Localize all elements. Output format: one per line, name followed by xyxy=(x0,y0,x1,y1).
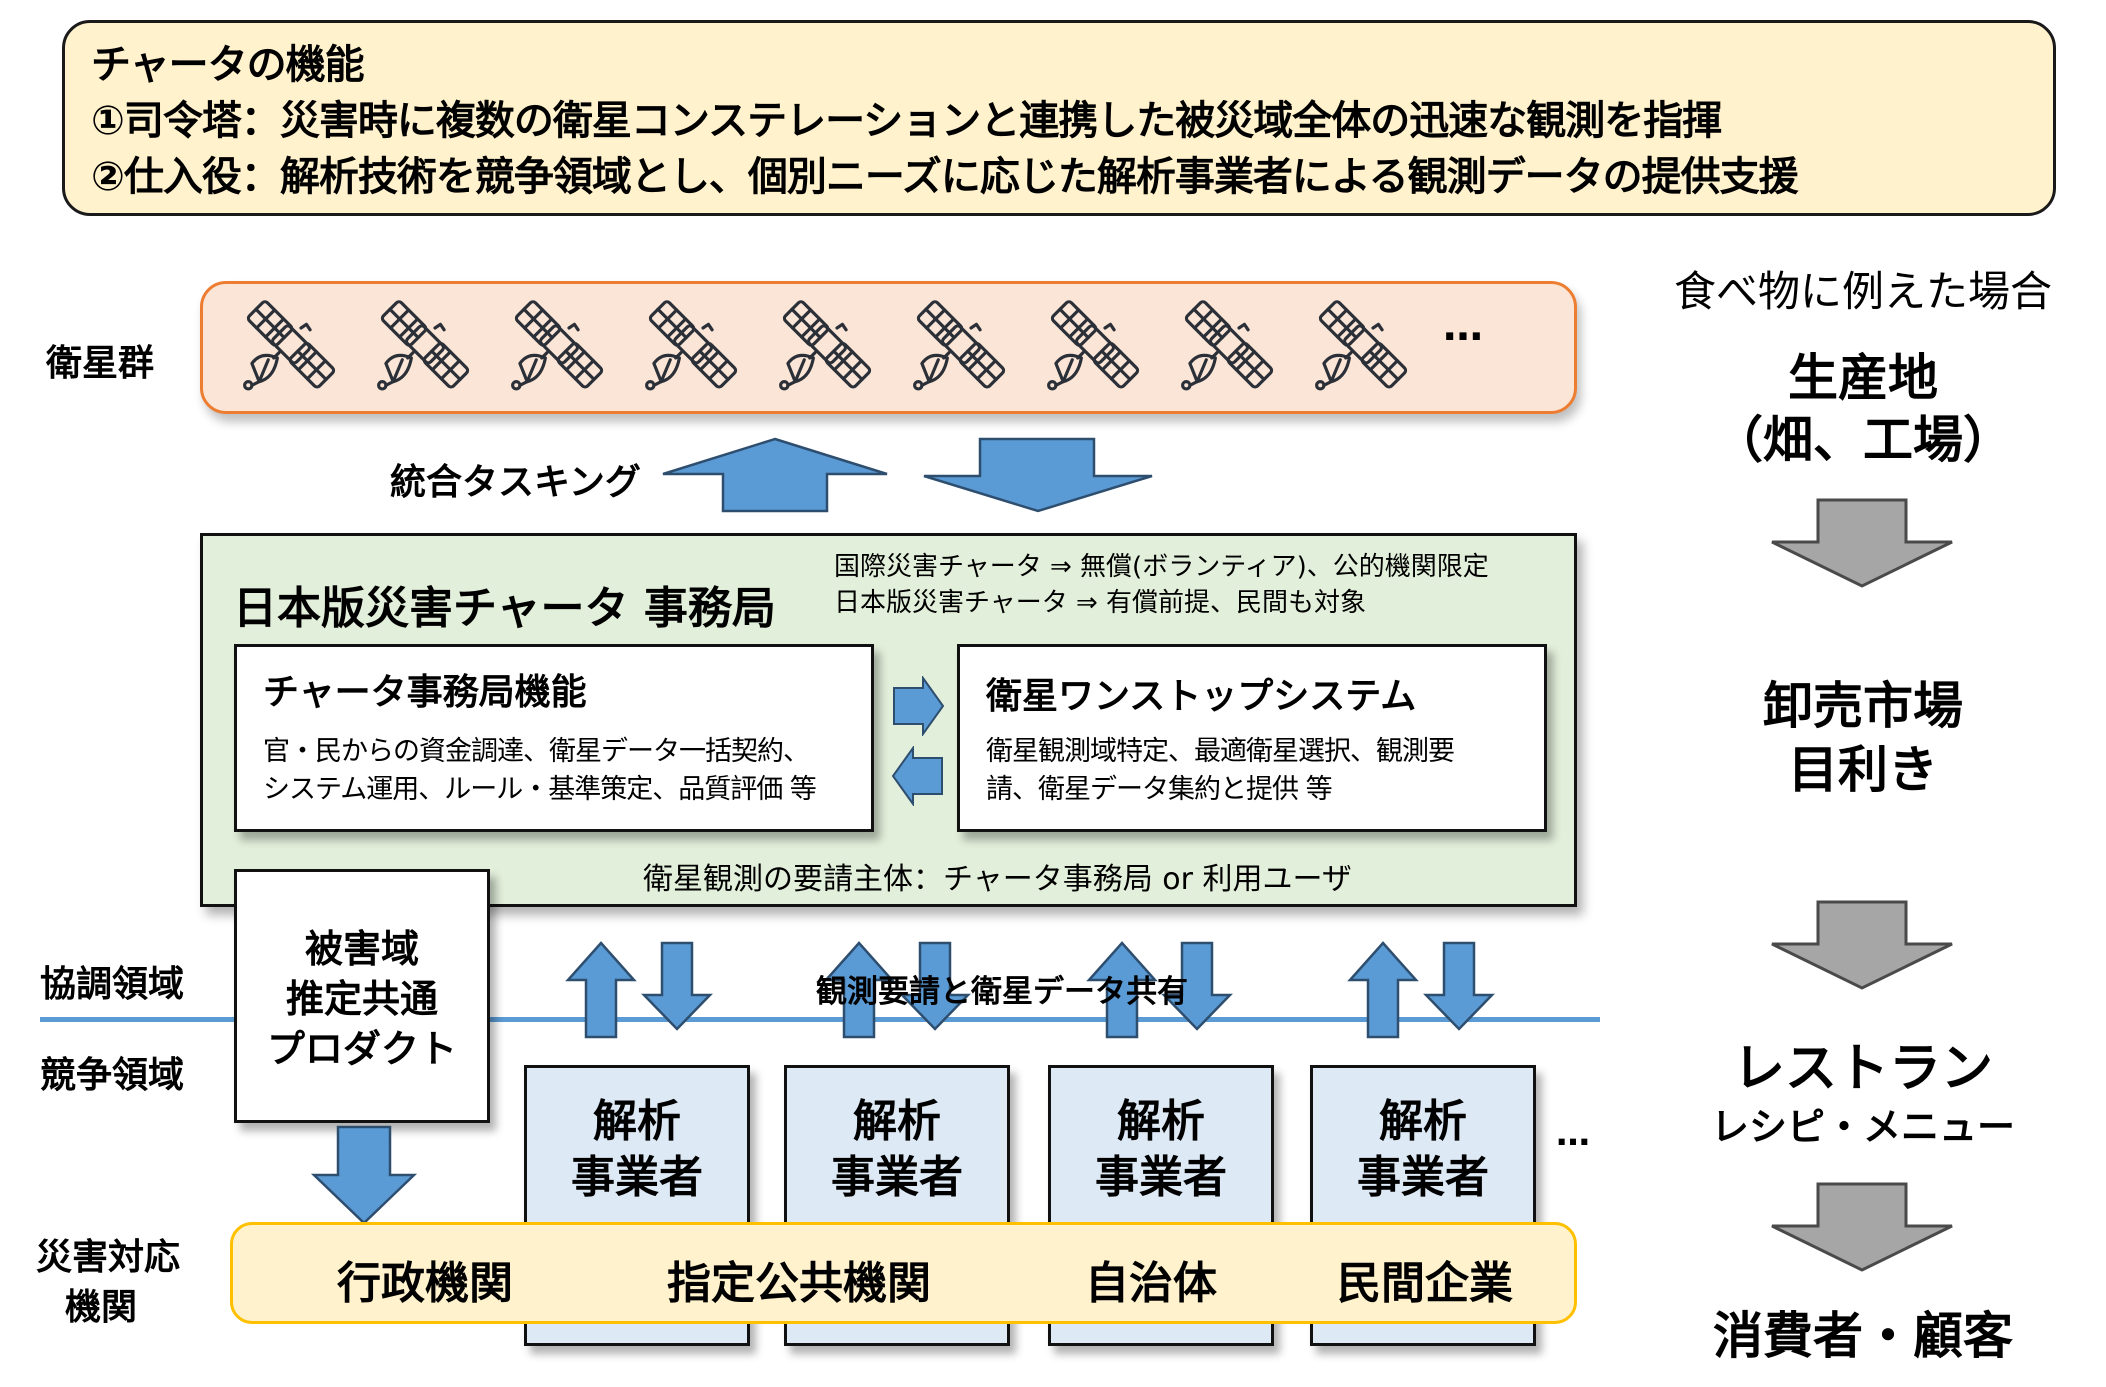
secretariat-title: 日本版災害チャータ 事務局 xyxy=(233,583,776,634)
analogy-down-arrow-icon xyxy=(1771,498,1953,588)
charter-functions-box: チャータ事務局機能 官・民からの資金調達、衛星データ一括契約、 システム運用、ル… xyxy=(234,644,874,832)
request-up-arrow-icon xyxy=(565,941,637,1039)
secretariat-box: 日本版災害チャータ 事務局 国際災害チャータ ⇒ 無償(ボランティア)、公的機関… xyxy=(200,533,1577,907)
analyst-line1: 解析 xyxy=(853,1096,941,1147)
cooperative-competitive-divider xyxy=(40,1017,1600,1022)
observation-requester-note: 衛星観測の要請主体：チャータ事務局 or 利用ユーザ xyxy=(643,862,1352,897)
satellite-icon xyxy=(913,298,1007,391)
analyst-line2: 事業者 xyxy=(1095,1152,1227,1203)
data-down-arrow-icon xyxy=(641,941,713,1031)
analogy-stage3-line1: レストラン xyxy=(1732,1039,1993,1099)
more-analysts-ellipsis: … xyxy=(1556,1114,1594,1154)
request-up-arrow-icon xyxy=(1086,941,1158,1039)
analogy-stage1-line1: 生産地 xyxy=(1788,349,1938,407)
analogy-stage3-line2: レシピ・メニュー xyxy=(1710,1105,2015,1149)
analyst-line1: 解析 xyxy=(593,1096,681,1147)
integrated-tasking-label: 統合タスキング xyxy=(390,462,641,503)
onestop-system-title: 衛星ワンストップシステム xyxy=(986,676,1417,717)
damage-product-line3: プロダクト xyxy=(266,1027,457,1071)
disaster-orgs-box: 行政機関 指定公共機関 自治体 民間企業 xyxy=(230,1222,1577,1324)
charter-functions-desc-1: 官・民からの資金調達、衛星データ一括契約、 xyxy=(263,736,810,767)
data-down-arrow-icon xyxy=(1161,941,1233,1031)
analyst-line2: 事業者 xyxy=(831,1152,963,1203)
satellite-icon xyxy=(779,298,873,391)
satellite-icon xyxy=(645,298,739,391)
satellite-icon xyxy=(243,298,337,391)
request-up-arrow-icon xyxy=(823,941,895,1039)
org-municipality: 自治体 xyxy=(1085,1258,1217,1309)
tasking-down-arrow-icon xyxy=(923,437,1153,513)
satellite-icon xyxy=(1181,298,1275,391)
secretariat-note-international: 国際災害チャータ ⇒ 無償(ボランティア)、公的機関限定 xyxy=(834,552,1489,582)
summary-box: チャータの機能 ①司令塔：災害時に複数の衛星コンステレーションと連携した被災域全… xyxy=(62,20,2056,216)
charter-functions-title: チャータ事務局機能 xyxy=(263,672,587,713)
data-down-arrow-icon xyxy=(899,941,971,1031)
analyst-label: 解析 事業者 xyxy=(787,1094,1007,1206)
damage-product-line1: 被害域 xyxy=(304,927,419,971)
satellite-icon xyxy=(1315,298,1409,391)
data-down-arrow-icon xyxy=(1423,941,1495,1031)
satellite-group-box: … xyxy=(200,281,1577,414)
analyst-line1: 解析 xyxy=(1379,1096,1467,1147)
analogy-stage2-line2: 目利き xyxy=(1788,741,1938,799)
row-label-competitive: 競争領域 xyxy=(40,1055,185,1096)
satellite-icon xyxy=(377,298,471,391)
damage-product-line2: 推定共通 xyxy=(285,977,438,1021)
analogy-stage2-line1: 卸売市場 xyxy=(1763,677,1963,735)
summary-title: チャータの機能 xyxy=(91,42,365,88)
right-arrow-icon xyxy=(893,676,945,736)
request-up-arrow-icon xyxy=(1347,941,1419,1039)
summary-line-commander: ①司令塔：災害時に複数の衛星コンステレーションと連携した被災域全体の迅速な観測を… xyxy=(91,98,1722,144)
analogy-down-arrow-icon xyxy=(1771,900,1953,990)
row-label-disaster-orgs-2: 機関 xyxy=(64,1287,137,1328)
org-private-company: 民間企業 xyxy=(1337,1258,1513,1309)
analogy-stage1-line2: （畑、工場） xyxy=(1713,411,2013,469)
analogy-stage4-line1: 消費者・顧客 xyxy=(1713,1307,2013,1365)
damage-product-down-arrow-icon xyxy=(310,1125,418,1225)
analogy-heading: 食べ物に例えた場合 xyxy=(1673,267,2052,316)
onestop-system-desc-1: 衛星観測域特定、最適衛星選択、観測要 xyxy=(986,736,1455,767)
analyst-line2: 事業者 xyxy=(1357,1152,1489,1203)
satellite-icon xyxy=(1047,298,1141,391)
row-label-satellites: 衛星群 xyxy=(46,343,155,384)
analyst-label: 解析 事業者 xyxy=(527,1094,747,1206)
onestop-system-desc-2: 請、衛星データ集約と提供 等 xyxy=(986,774,1333,805)
more-satellites-ellipsis: … xyxy=(1443,304,1489,350)
analyst-label: 解析 事業者 xyxy=(1051,1094,1271,1206)
satellite-icon xyxy=(511,298,605,391)
onestop-system-box: 衛星ワンストップシステム 衛星観測域特定、最適衛星選択、観測要 請、衛星データ集… xyxy=(957,644,1547,832)
analyst-line1: 解析 xyxy=(1117,1096,1205,1147)
org-administrative: 行政機関 xyxy=(337,1258,513,1309)
row-label-disaster-orgs-1: 災害対応 xyxy=(36,1237,181,1278)
data-sharing-label: 観測要請と衛星データ共有 xyxy=(816,974,1188,1010)
damage-product-box: 被害域 推定共通 プロダクト xyxy=(234,869,490,1123)
charter-functions-desc-2: システム運用、ルール・基準策定、品質評価 等 xyxy=(263,774,817,805)
tasking-up-arrow-icon xyxy=(662,437,888,513)
summary-line-procurer: ②仕入役：解析技術を競争領域とし、個別ニーズに応じた解析事業者による観測データの… xyxy=(91,154,1799,200)
row-label-cooperative: 協調領域 xyxy=(40,964,185,1005)
secretariat-note-japan: 日本版災害チャータ ⇒ 有償前提、民間も対象 xyxy=(834,588,1367,618)
analogy-down-arrow-icon xyxy=(1771,1182,1953,1272)
left-arrow-icon xyxy=(891,746,943,806)
analyst-label: 解析 事業者 xyxy=(1313,1094,1533,1206)
org-designated-public: 指定公共機関 xyxy=(667,1258,931,1309)
analyst-line2: 事業者 xyxy=(571,1152,703,1203)
